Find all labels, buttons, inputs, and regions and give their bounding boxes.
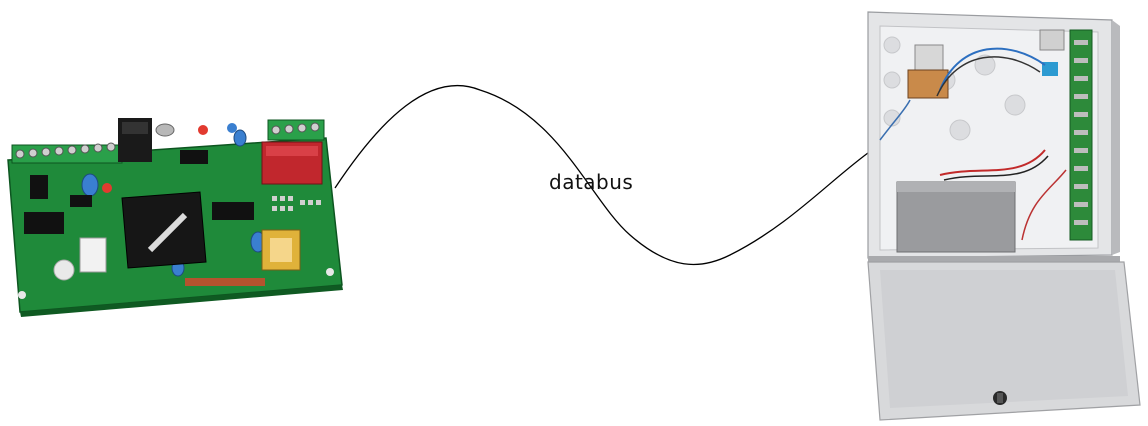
ic-chip [70, 195, 92, 207]
databus-label: databus [549, 170, 633, 194]
battery-top [897, 182, 1015, 192]
pcb-sticker [80, 238, 106, 272]
resistor-array [185, 278, 265, 286]
din-connector-top [122, 122, 148, 134]
transformer-core [270, 238, 292, 262]
led-blue [227, 123, 237, 133]
relay-top [266, 146, 318, 156]
pcb-badge [54, 260, 74, 280]
backup-battery [897, 182, 1015, 252]
terminal-block-left [12, 145, 122, 163]
enclosure-side [1112, 20, 1120, 255]
circuit-board [8, 118, 343, 317]
ic-chip [212, 202, 254, 220]
crystal-can [156, 124, 174, 136]
capacitor [82, 174, 98, 196]
main-processor [122, 192, 206, 268]
ic-chip [180, 150, 208, 164]
enclosure-door-inner [880, 270, 1128, 408]
led-red-2 [102, 183, 112, 193]
enclosure-bottom-edge [868, 256, 1120, 262]
control-panel-enclosure [868, 12, 1140, 420]
door-lock-slot [997, 393, 1003, 403]
ic-chip [30, 175, 48, 199]
mounting-hole [326, 268, 334, 276]
mounting-hole [18, 291, 26, 299]
led-red [198, 125, 208, 135]
ic-chip [24, 212, 64, 234]
tamper-switch [1040, 30, 1064, 50]
capacitor [234, 130, 246, 146]
